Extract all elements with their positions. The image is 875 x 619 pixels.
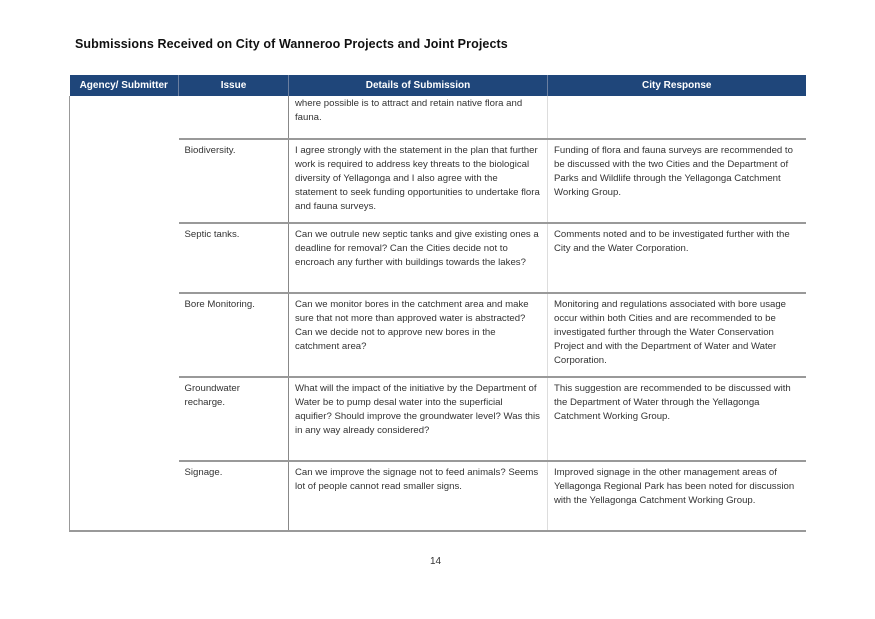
- response-cell: [547, 96, 806, 139]
- response-cell: This suggestion are recommended to be di…: [547, 376, 806, 461]
- submissions-table: Agency/ Submitter Issue Details of Submi…: [69, 75, 806, 532]
- details-cell: What will the impact of the initiative b…: [288, 376, 548, 461]
- issue-cell: Groundwater recharge.: [178, 376, 289, 461]
- details-cell: where possible is to attract and retain …: [288, 96, 548, 139]
- issue-cell: Signage.: [178, 460, 289, 532]
- table-row: where possible is to attract and retain …: [69, 96, 806, 532]
- response-cell: Monitoring and regulations associated wi…: [547, 292, 806, 377]
- details-cell: I agree strongly with the statement in t…: [288, 138, 548, 223]
- response-cell: Funding of flora and fauna surveys are r…: [547, 138, 806, 223]
- table-row: Groundwater recharge. What will the impa…: [70, 376, 806, 461]
- header-issue: Issue: [178, 75, 289, 96]
- header-response: City Response: [547, 75, 806, 96]
- issue-cell: [179, 96, 289, 139]
- agency-cell: [69, 96, 179, 532]
- table-row: Bore Monitoring. Can we monitor bores in…: [70, 292, 806, 377]
- issue-cell: Biodiversity.: [178, 138, 289, 223]
- issue-cell: Septic tanks.: [178, 222, 289, 293]
- header-details: Details of Submission: [288, 75, 548, 96]
- header-agency: Agency/ Submitter: [69, 75, 179, 96]
- table-row: Signage. Can we improve the signage not …: [70, 460, 806, 532]
- issue-cell: Bore Monitoring.: [178, 292, 289, 377]
- details-cell: Can we outrule new septic tanks and give…: [288, 222, 548, 293]
- table-row: Septic tanks. Can we outrule new septic …: [70, 222, 806, 293]
- response-cell: Comments noted and to be investigated fu…: [547, 222, 806, 293]
- page-number: 14: [430, 556, 442, 567]
- details-cell: Can we improve the signage not to feed a…: [288, 460, 548, 532]
- response-cell: Improved signage in the other management…: [547, 460, 806, 532]
- document-title: Submissions Received on City of Wanneroo…: [75, 37, 508, 51]
- table-row: Biodiversity. I agree strongly with the …: [70, 138, 806, 223]
- table-header-row: Agency/ Submitter Issue Details of Submi…: [69, 75, 806, 96]
- details-cell: Can we monitor bores in the catchment ar…: [288, 292, 548, 377]
